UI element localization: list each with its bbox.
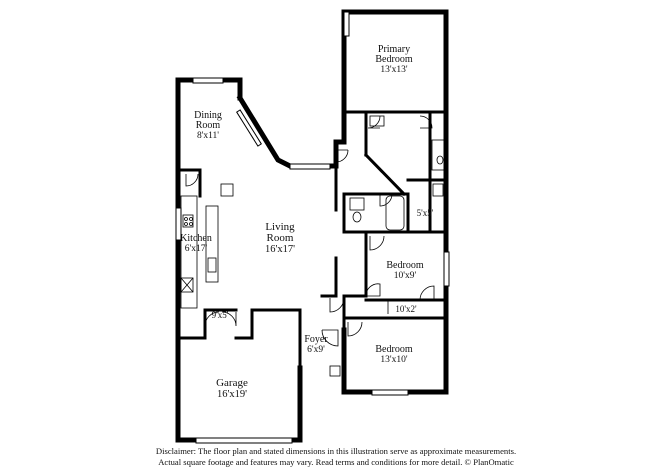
fridge-x-icon [180,277,194,293]
primary-bedroom-label-1: Primary [378,44,410,55]
disclaimer-line-2: Actual square footage and features may v… [158,457,514,467]
sink [207,257,217,273]
door-front [321,329,339,347]
bedroom3-dims: 13'x10' [380,355,407,365]
laundry-wall [203,308,238,340]
bedroom3-window [371,389,409,396]
room-labels: Primary Bedroom 13'x13' Dining Room 8'x1… [180,44,434,400]
interior-walls [176,110,448,370]
garage-north-wall-b [234,308,302,340]
fridge [180,277,194,293]
dining-room-label-1: Dining [194,110,222,121]
fixtures [180,115,445,377]
entry-step [329,365,341,377]
bedroom3-label: Bedroom [375,344,412,355]
garage-label: Garage [216,377,248,389]
door-bedroom3 [347,321,363,337]
bath-vanity [349,197,365,211]
primary-window-west [343,11,350,37]
bath-dims: 5'x5' [417,208,434,218]
windows [175,11,450,444]
disclaimer: Disclaimer: The floor plan and stated di… [150,446,522,468]
door-shower [419,115,433,129]
foyer-label: Foyer [304,334,328,345]
bay-window [289,163,331,170]
kitchen-counter [180,195,198,309]
door-laundry [204,311,220,327]
east-wall [341,9,449,395]
kitchen-island [205,205,219,283]
primary-bedroom-label-2: Bedroom [375,54,412,65]
water-heater [220,183,234,197]
dining-room-label-2: Room [196,120,221,131]
burner-icon [184,217,188,221]
doors [185,115,435,347]
dining-bay-wall [236,94,347,169]
bath-north-wall [342,192,410,234]
primary-toilet [436,155,444,165]
door-bedroom2 [369,235,385,251]
living-room-dims: 16'x17' [265,244,295,255]
bedroom2-dims: 10'x9' [394,271,417,281]
door-foyer-closet [329,297,345,313]
stove [182,214,194,228]
hall-bath-wall [342,192,368,234]
foyer-dims: 6'x9' [307,345,325,355]
primary-shower [431,139,445,171]
toilet [352,211,362,223]
door-pantry [185,173,199,187]
bedroom2-window [443,251,450,287]
door-closet [367,115,381,129]
dining-window [192,77,224,84]
burner-icon [189,222,193,226]
kitchen-label: Kitchen [180,233,212,244]
garage-door [195,437,293,444]
primary-bedroom-dims: 13'x13' [380,65,407,75]
door-garage [221,311,237,327]
burner-icon [184,222,188,226]
disclaimer-line-1: Disclaimer: The floor plan and stated di… [155,446,517,456]
bay-window-angled [236,109,262,147]
angled-closet-wall [363,152,407,197]
laundry-dims: 9'x5' [212,310,229,320]
closet-dims: 10'x2' [395,304,417,314]
dining-room-dims: 8'x11' [197,131,219,141]
bathtub [385,195,405,231]
door-primary [335,149,349,163]
burner-icon [189,217,193,221]
bath2-vanity [432,183,444,197]
living-room-label-2: Room [267,232,294,244]
living-room-label-1: Living [265,221,295,233]
kitchen-dims: 6'x17' [185,244,208,254]
garage-dims: 16'x19' [217,389,247,400]
door-closet-2 [374,299,389,314]
primary-vanity [369,115,385,127]
door-hall [365,283,381,297]
door-bedroom2-closet [419,285,435,301]
bedroom2-label: Bedroom [386,260,423,271]
